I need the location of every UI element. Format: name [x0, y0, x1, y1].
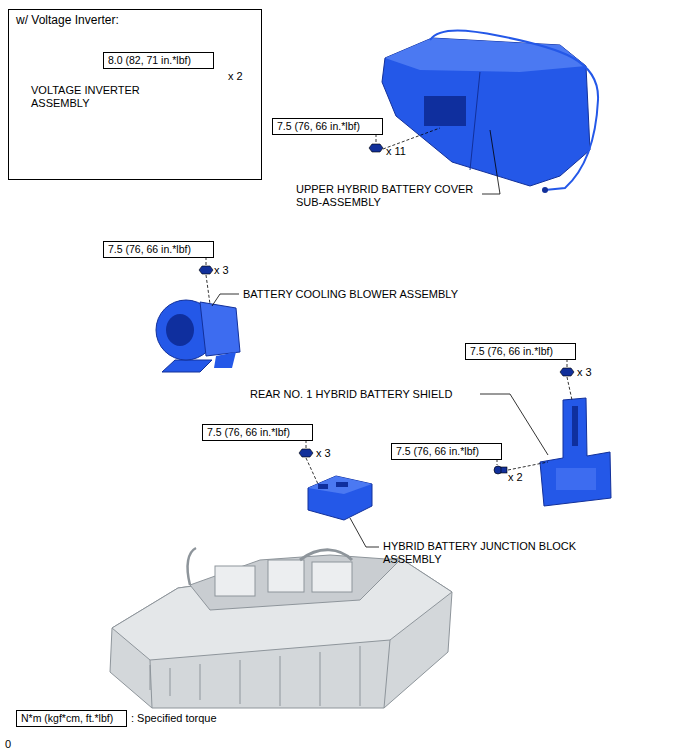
upper-cover [382, 31, 598, 194]
legend-text: : Specified torque [131, 712, 217, 725]
quantity-label: x 3 [214, 264, 229, 277]
part-name: VOLTAGE INVERTER ASSEMBLY [31, 84, 166, 110]
torque-value: 7.5 (76, 66 in.*lbf) [392, 444, 501, 459]
torque-box: 7.5 (76, 66 in.*lbf) [202, 424, 313, 441]
blower [156, 300, 240, 372]
torque-value: 7.5 (76, 66 in.*lbf) [273, 119, 382, 134]
torque-box: 7.5 (76, 66 in.*lbf) [391, 443, 502, 460]
quantity-label: x 2 [508, 471, 523, 484]
rear-shield [540, 398, 611, 506]
part-name: BATTERY COOLING BLOWER ASSEMBLY [243, 288, 458, 301]
torque-value: 7.5 (76, 66 in.*lbf) [104, 242, 213, 257]
torque-box: 7.5 (76, 66 in.*lbf) [272, 118, 383, 135]
torque-value: N*m (kgf*cm, ft.*lbf) [17, 711, 126, 726]
inset-heading: w/ Voltage Inverter: [9, 10, 261, 28]
quantity-label: x 3 [316, 447, 331, 460]
torque-box: 7.5 (76, 66 in.*lbf) [103, 241, 214, 258]
torque-value: 8.0 (82, 71 in.*lbf) [104, 53, 213, 68]
torque-value: 7.5 (76, 66 in.*lbf) [203, 425, 312, 440]
quantity-label: x 3 [577, 366, 592, 379]
torque-value: 7.5 (76, 66 in.*lbf) [466, 344, 575, 359]
figure-number: 0 [5, 738, 11, 751]
part-name: UPPER HYBRID BATTERY COVER SUB-ASSEMBLY [296, 183, 476, 209]
torque-box: N*m (kgf*cm, ft.*lbf) [16, 710, 127, 727]
quantity-label: x 2 [228, 70, 243, 83]
torque-box: 8.0 (82, 71 in.*lbf) [103, 52, 214, 69]
part-name: HYBRID BATTERY JUNCTION BLOCK ASSEMBLY [383, 540, 615, 566]
torque-box: 7.5 (76, 66 in.*lbf) [465, 343, 576, 360]
battery-pack [110, 548, 452, 708]
quantity-label: x 11 [386, 145, 406, 158]
part-name: REAR NO. 1 HYBRID BATTERY SHIELD [250, 388, 452, 401]
